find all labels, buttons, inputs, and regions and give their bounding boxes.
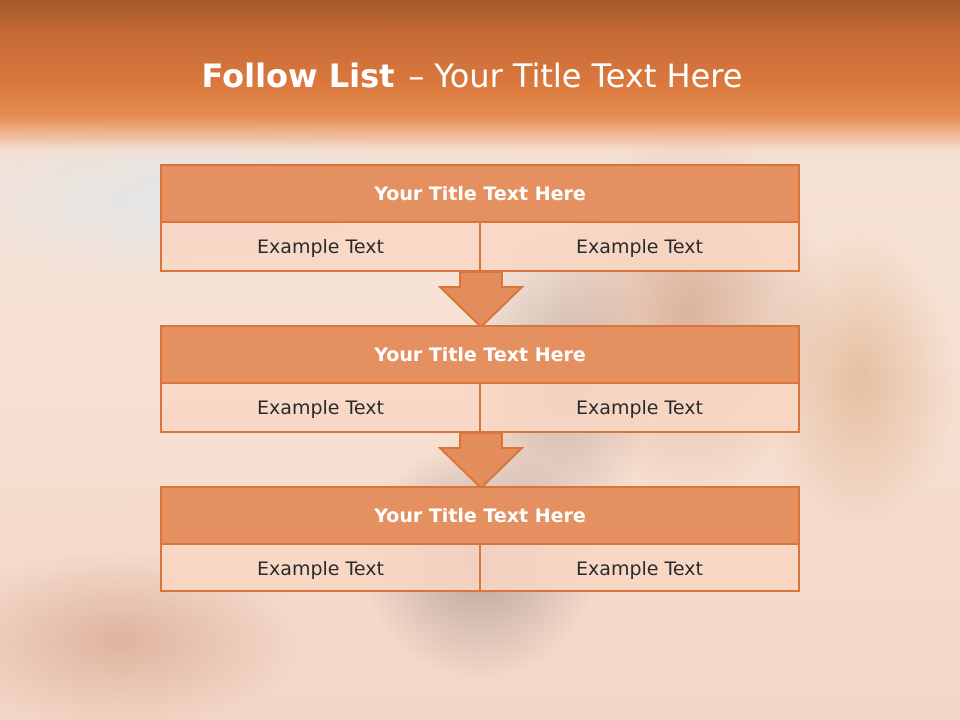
title-dash: –: [408, 57, 425, 95]
step-title-1: Your Title Text Here: [162, 166, 798, 223]
step-box-2: Your Title Text Here Example Text Exampl…: [160, 325, 800, 433]
slide-title: Follow List–Your Title Text Here: [0, 52, 944, 100]
step-2-right-text: Example Text: [479, 384, 798, 431]
step-row-3: Example Text Example Text: [162, 545, 798, 592]
step-title-3: Your Title Text Here: [162, 488, 798, 545]
step-3-left-text: Example Text: [257, 557, 384, 580]
step-box-1: Your Title Text Here Example Text Exampl…: [160, 164, 800, 272]
down-arrow-icon-2: [438, 432, 524, 490]
step-2-left-text: Example Text: [257, 396, 384, 419]
step-row-1: Example Text Example Text: [162, 223, 798, 270]
step-box-3: Your Title Text Here Example Text Exampl…: [160, 486, 800, 592]
step-3-right-text: Example Text: [479, 545, 798, 592]
step-1-right-text: Example Text: [479, 223, 798, 270]
title-bold-part: Follow List: [201, 57, 395, 95]
down-arrow-icon-1: [438, 271, 524, 329]
step-1-left-text: Example Text: [257, 235, 384, 258]
step-row-2: Example Text Example Text: [162, 384, 798, 431]
header-band: [0, 0, 960, 160]
step-title-2: Your Title Text Here: [162, 327, 798, 384]
title-rest-part: Your Title Text Here: [434, 57, 743, 95]
